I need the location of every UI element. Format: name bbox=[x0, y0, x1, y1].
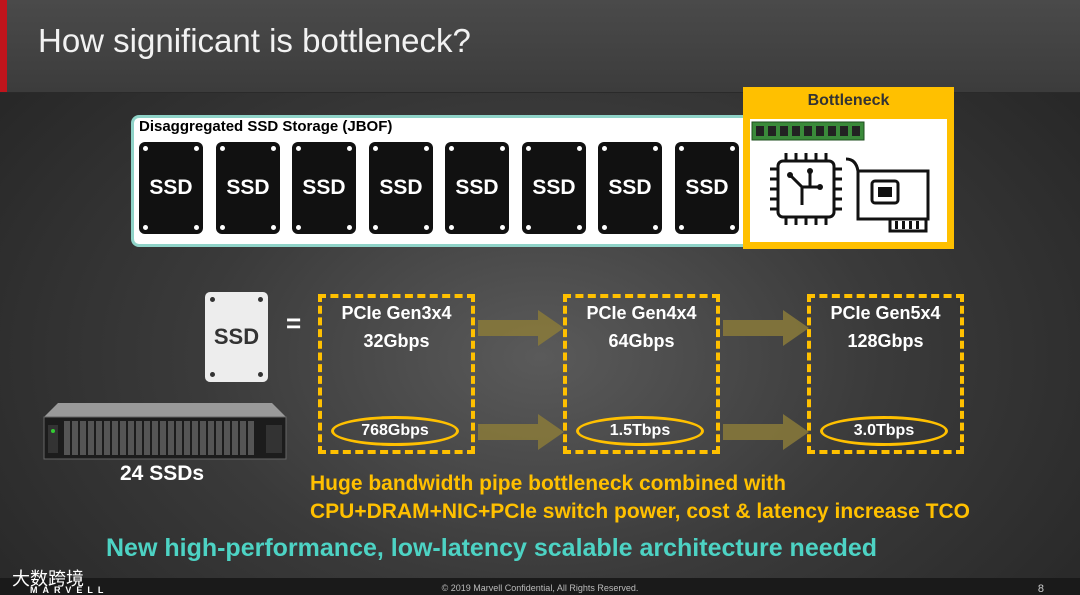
title-bar: How significant is bottleneck? bbox=[0, 0, 1080, 93]
arrow-right-icon bbox=[723, 414, 809, 450]
bottleneck-hardware bbox=[750, 119, 947, 242]
ssd-label: SSD bbox=[608, 176, 651, 200]
gen-name: PCIe Gen4x4 bbox=[567, 303, 716, 324]
gen-total: 1.5Tbps bbox=[610, 422, 670, 440]
ssd-drive: SSD bbox=[522, 142, 586, 234]
ssd-label: SSD bbox=[685, 176, 728, 200]
ssd-label: SSD bbox=[532, 176, 575, 200]
cpu-dram-nic-icon bbox=[750, 119, 947, 242]
single-ssd-label: SSD bbox=[214, 324, 259, 350]
statement-line: Huge bandwidth pipe bottleneck combined … bbox=[310, 470, 970, 498]
bottleneck-label: Bottleneck bbox=[743, 92, 954, 110]
single-ssd: SSD bbox=[205, 292, 268, 382]
conclusion-message: New high-performance, low-latency scalab… bbox=[106, 534, 877, 563]
gen-total-ellipse: 1.5Tbps bbox=[576, 416, 704, 446]
ssd-label: SSD bbox=[226, 176, 269, 200]
jbof-label: Disaggregated SSD Storage (JBOF) bbox=[139, 118, 392, 135]
gen4-box: PCIe Gen4x4 64Gbps 1.5Tbps bbox=[563, 294, 720, 454]
gen-total: 3.0Tbps bbox=[854, 422, 914, 440]
gen-total-ellipse: 3.0Tbps bbox=[820, 416, 948, 446]
arrow-right-icon bbox=[478, 310, 564, 346]
copyright-text: © 2019 Marvell Confidential, All Rights … bbox=[0, 583, 1080, 593]
ssd-label: SSD bbox=[379, 176, 422, 200]
statement-line: CPU+DRAM+NIC+PCIe switch power, cost & l… bbox=[310, 498, 970, 526]
ssd-drive: SSD bbox=[292, 142, 356, 234]
page-number: 8 bbox=[1038, 583, 1044, 595]
bottleneck-statement: Huge bandwidth pipe bottleneck combined … bbox=[310, 470, 970, 526]
ssd-drive: SSD bbox=[369, 142, 433, 234]
gen-rate: 128Gbps bbox=[811, 331, 960, 352]
ssd-label: SSD bbox=[302, 176, 345, 200]
server-chassis-icon bbox=[40, 395, 290, 465]
ssd-drive: SSD bbox=[216, 142, 280, 234]
ssd-drive: SSD bbox=[598, 142, 662, 234]
gen-total: 768Gbps bbox=[361, 422, 429, 440]
arrow-right-icon bbox=[723, 310, 809, 346]
ssd-drive: SSD bbox=[139, 142, 203, 234]
server-caption: 24 SSDs bbox=[120, 462, 204, 486]
ssd-label: SSD bbox=[149, 176, 192, 200]
red-accent-bar bbox=[0, 0, 7, 92]
gen-rate: 32Gbps bbox=[322, 331, 471, 352]
gen-name: PCIe Gen5x4 bbox=[811, 303, 960, 324]
gen5-box: PCIe Gen5x4 128Gbps 3.0Tbps bbox=[807, 294, 964, 454]
slide-title: How significant is bottleneck? bbox=[38, 22, 471, 60]
ssd-drive: SSD bbox=[445, 142, 509, 234]
arrow-right-icon bbox=[478, 414, 564, 450]
equals-sign: = bbox=[286, 308, 301, 339]
gen-total-ellipse: 768Gbps bbox=[331, 416, 459, 446]
gen-rate: 64Gbps bbox=[567, 331, 716, 352]
ssd-label: SSD bbox=[455, 176, 498, 200]
ssd-drive: SSD bbox=[675, 142, 739, 234]
gen3-box: PCIe Gen3x4 32Gbps 768Gbps bbox=[318, 294, 475, 454]
bottleneck-box: Bottleneck bbox=[743, 87, 954, 249]
jbof-panel: Disaggregated SSD Storage (JBOF) SSD SSD… bbox=[131, 115, 751, 247]
gen-name: PCIe Gen3x4 bbox=[322, 303, 471, 324]
